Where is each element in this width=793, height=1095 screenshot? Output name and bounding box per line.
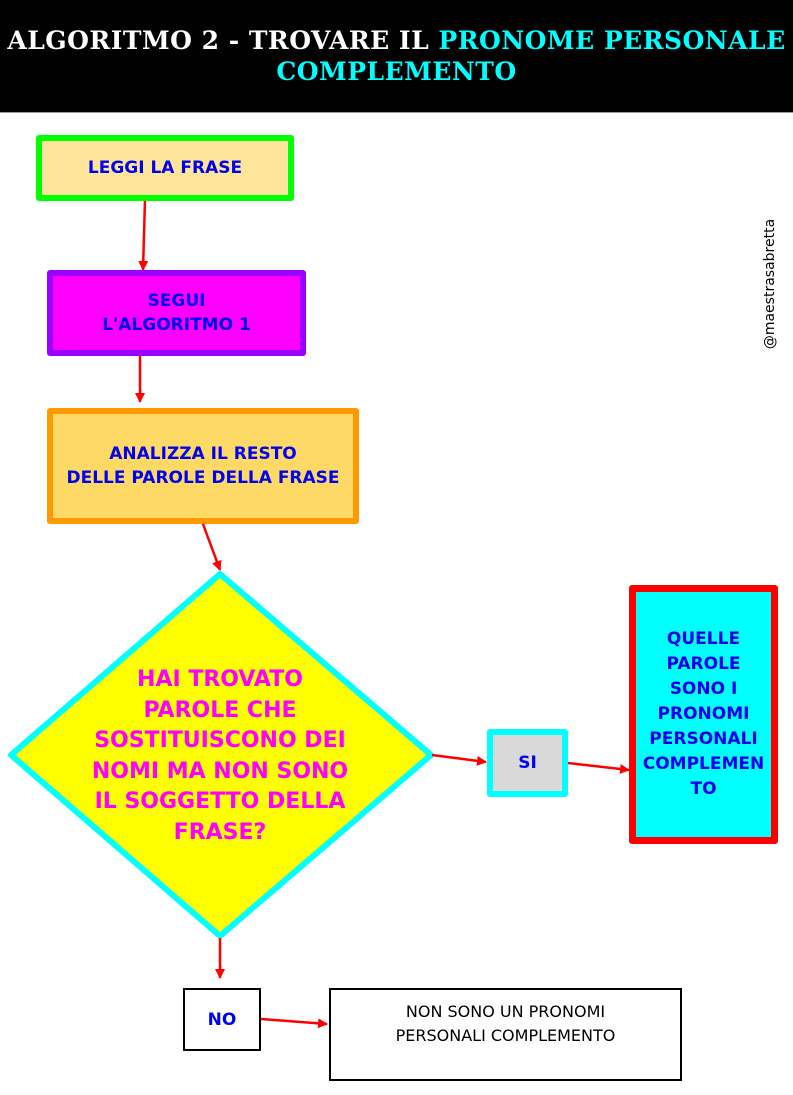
step-leggi-la-frase: LEGGI LA FRASE	[36, 135, 294, 201]
result-pronomi-complemento: QUELLE PAROLE SONO I PRONOMI PERSONALI C…	[629, 585, 778, 844]
node-text: FRASE?	[173, 819, 267, 845]
arrow-no-nonsono	[260, 1017, 328, 1029]
node-text: SI	[518, 753, 537, 773]
step-analizza: ANALIZZA IL RESTO DELLE PAROLE DELLA FRA…	[47, 408, 359, 524]
answer-no: NO	[183, 988, 261, 1051]
arrow-decision-si	[431, 753, 487, 766]
node-text: PAROLE CHE	[143, 697, 297, 723]
result-non-pronomi: NON SONO UN PRONOMI PERSONALI COMPLEMENT…	[329, 988, 682, 1081]
node-text: LEGGI LA FRASE	[87, 158, 243, 178]
arrow-analizza-decision	[198, 515, 222, 571]
node-text: L'ALGORITMO 1	[102, 315, 251, 335]
node-text: ANALIZZA IL RESTO	[109, 444, 297, 464]
title-part3: COMPLEMENTO	[276, 57, 517, 86]
node-text: NOMI MA NON SONO	[91, 758, 349, 784]
decision-diamond	[8, 571, 434, 939]
arrow-si-quelle	[567, 761, 630, 774]
node-text: SONO I	[669, 679, 738, 699]
node-text: PERSONALI COMPLEMENTO	[395, 1026, 616, 1045]
node-text: PRONOMI	[657, 704, 750, 724]
watermark: @maestrasabretta	[762, 218, 778, 350]
node-text: COMPLEMEN	[642, 754, 765, 774]
node-text: SOSTITUISCONO DEI	[94, 728, 346, 753]
node-text: QUELLE	[666, 629, 741, 649]
node-text: TO	[690, 779, 717, 799]
node-text: PAROLE	[666, 654, 741, 674]
node-text: HAI TROVATO	[137, 667, 303, 692]
node-text: IL SOGGETTO DELLA	[94, 789, 346, 814]
node-text: NON SONO UN PRONOMI	[405, 1002, 606, 1021]
decision-question: HAI TROVATO PAROLE CHE SOSTITUISCONO DEI…	[70, 665, 370, 848]
title-part2: PRONOME PERSONALE	[438, 26, 786, 55]
title-banner: ALGORITMO 2 - TROVARE IL PRONOME PERSONA…	[0, 0, 793, 113]
arrow-leggi-segui	[138, 198, 149, 271]
node-text: PERSONALI	[649, 729, 758, 749]
answer-si: SI	[487, 729, 568, 797]
node-text: DELLE PAROLE DELLA FRASE	[66, 468, 340, 488]
node-text: NO	[207, 1009, 237, 1030]
title-part1: ALGORITMO 2 - TROVARE IL	[7, 26, 430, 55]
step-segui-algoritmo-1: SEGUI L'ALGORITMO 1	[47, 270, 306, 356]
node-text: SEGUI	[147, 291, 206, 311]
